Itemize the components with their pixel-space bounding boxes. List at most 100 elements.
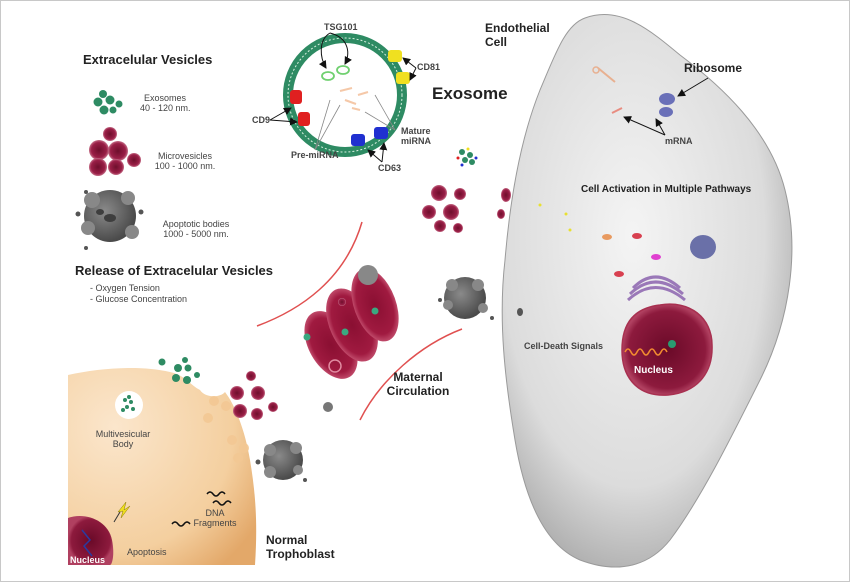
legend-exosomes-size: 40 - 120 nm. bbox=[140, 103, 191, 114]
trophoblast-nucleus-label: Nucleus bbox=[70, 555, 106, 565]
vesicle-orange bbox=[602, 234, 612, 240]
legend-exosomes-label: Exosomes 40 - 120 nm. bbox=[140, 93, 191, 114]
vesicle-red bbox=[632, 233, 642, 239]
dna-fragments-line1: DNA bbox=[205, 508, 225, 518]
membrane-blebs bbox=[203, 396, 249, 463]
maternal-circulation-line2: Circulation bbox=[386, 383, 450, 398]
legend-microvesicles-name: Microvesicles bbox=[157, 151, 212, 161]
mvb-label: Multivesicular Body bbox=[88, 429, 158, 450]
legend-apoptotic-size: 1000 - 5000 nm. bbox=[163, 229, 229, 240]
ribosome bbox=[659, 93, 675, 117]
circulating-microvesicles bbox=[422, 185, 466, 233]
released-microvesicles bbox=[230, 371, 278, 420]
mrna-arrow bbox=[655, 118, 666, 136]
mvb-label-line2: Body bbox=[112, 439, 134, 450]
cd81-protein bbox=[388, 50, 410, 84]
maternal-circulation-label: Maternal Circulation bbox=[382, 370, 454, 399]
pre-mirna-label: Pre-miRNA bbox=[291, 150, 339, 160]
particle bbox=[564, 212, 568, 216]
mrna-label: mRNA bbox=[665, 136, 693, 146]
mrna-arrow bbox=[623, 116, 666, 136]
endothelial-nucleus bbox=[621, 303, 713, 396]
exosome-diagram bbox=[283, 33, 410, 157]
circulating-apoptotic-body bbox=[358, 265, 378, 285]
legend-apoptotic-name: Apoptotic bodies bbox=[162, 219, 230, 229]
endothelial-title: Endothelial Cell bbox=[485, 21, 550, 50]
activation-label: Cell Activation in Multiple Pathways bbox=[581, 184, 752, 195]
microvesicle-entering bbox=[501, 188, 511, 202]
nucleus-dna bbox=[81, 529, 93, 557]
dna-fragment bbox=[212, 500, 232, 506]
cd81-arrow bbox=[402, 57, 417, 69]
particle bbox=[568, 228, 572, 232]
mrna-cap bbox=[592, 66, 600, 74]
legend-microvesicles-icon bbox=[89, 127, 141, 176]
released-exosomes bbox=[158, 357, 200, 384]
mvb-label-line1: Multivesicular bbox=[95, 429, 151, 439]
trophoblast-nucleus bbox=[68, 516, 114, 565]
lightning-stem bbox=[113, 511, 121, 523]
cd63-arrow bbox=[367, 149, 383, 163]
mirna-pointer-lines bbox=[314, 94, 396, 151]
trophoblast-title-line1: Normal bbox=[266, 533, 308, 547]
release-factor-oxygen: - Oxygen Tension bbox=[90, 283, 160, 293]
cd9-protein bbox=[290, 90, 310, 126]
cd81-label: CD81 bbox=[417, 62, 441, 72]
dna-fragment bbox=[206, 491, 226, 497]
endothelial-title-line2: Cell bbox=[485, 34, 508, 49]
tsg101-label: TSG101 bbox=[324, 22, 358, 32]
cd63-arrow bbox=[379, 142, 388, 163]
dna-strand bbox=[624, 348, 668, 356]
golgi-apparatus bbox=[626, 275, 686, 302]
mrna-strand bbox=[611, 107, 623, 114]
circulating-apoptotic-body-large bbox=[438, 277, 494, 320]
cd9-arrow bbox=[269, 107, 292, 121]
tsg101-protein bbox=[336, 65, 350, 75]
released-apoptotic-body bbox=[255, 440, 307, 482]
vesicle-red bbox=[614, 271, 624, 277]
cd63-protein bbox=[351, 127, 388, 146]
legend-exosomes-name: Exosomes bbox=[143, 93, 187, 103]
trophoblast-title: Normal Trophoblast bbox=[266, 533, 335, 562]
ribosome-arrow bbox=[677, 77, 709, 97]
ribosome-label: Ribosome bbox=[684, 61, 743, 75]
trophoblast-title-line2: Trophoblast bbox=[266, 546, 335, 561]
release-title: Release of Extracelular Vesicles bbox=[75, 263, 274, 278]
lightning-icon bbox=[117, 501, 131, 519]
endothelial-nucleus-label: Nucleus bbox=[634, 365, 673, 376]
legend-title: Extracelular Vesicles bbox=[83, 52, 213, 67]
legend-microvesicles-label: Microvesicles 100 - 1000 nm. bbox=[152, 151, 218, 172]
legend-apoptotic-label: Apoptotic bodies 1000 - 5000 nm. bbox=[160, 219, 232, 240]
cd9-arrow bbox=[269, 117, 298, 126]
legend-exosomes-icon bbox=[93, 90, 123, 115]
legend-apoptotic-icon bbox=[75, 190, 144, 250]
vesicle-pink bbox=[651, 254, 661, 260]
mirna bbox=[339, 87, 369, 111]
mature-mirna-label: Mature miRNA bbox=[401, 126, 431, 147]
cd63-label: CD63 bbox=[378, 163, 402, 173]
mvb-exosomes bbox=[121, 395, 135, 412]
particle bbox=[538, 203, 542, 207]
cd9-label: CD9 bbox=[252, 115, 271, 125]
apoptosis-label: Apoptosis bbox=[127, 547, 167, 557]
tsg101-protein bbox=[321, 71, 335, 81]
tsg101-arrow bbox=[318, 32, 331, 69]
maternal-circulation-line1: Maternal bbox=[393, 370, 443, 384]
endothelial-title-line1: Endothelial bbox=[485, 21, 550, 35]
dna-fragments-label: DNA Fragments bbox=[190, 508, 240, 529]
release-factor-glucose: - Glucose Concentration bbox=[90, 294, 188, 304]
microvesicle-entering bbox=[497, 209, 505, 219]
mature-mirna-line2: miRNA bbox=[401, 136, 432, 147]
mature-mirna-line1: Mature bbox=[401, 126, 431, 136]
legend-microvesicles-size: 100 - 1000 nm. bbox=[154, 161, 216, 172]
red-blood-cells bbox=[303, 268, 399, 379]
cd81-arrow bbox=[409, 67, 417, 81]
circulating-apoptotic-body bbox=[323, 402, 333, 412]
dna-fragment bbox=[171, 521, 191, 527]
apoptotic-fragment bbox=[517, 308, 523, 316]
exosome-cluster bbox=[456, 147, 478, 167]
circulation-boundary bbox=[256, 221, 363, 327]
cell-death-signals-label: Cell-Death Signals bbox=[524, 341, 604, 351]
mrna-strand bbox=[597, 67, 616, 83]
